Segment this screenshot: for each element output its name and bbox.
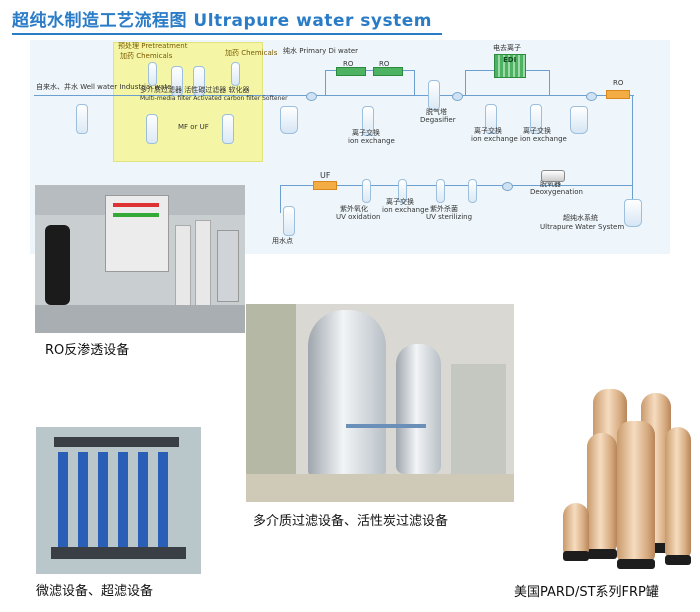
ion-exchanger-3	[530, 104, 542, 134]
ro-module-3	[606, 90, 630, 99]
dosing-tank-1	[148, 62, 157, 86]
uv-oxidation-unit	[362, 179, 371, 203]
pure-water-tank	[280, 106, 298, 134]
ro-equipment-photo	[35, 185, 245, 333]
multimedia-filter-photo	[246, 304, 514, 502]
ro3-label: RO	[613, 79, 624, 87]
ro-branch-left	[325, 70, 326, 96]
edi-cn-label: 电去离子	[493, 44, 521, 52]
return-pipe	[280, 185, 633, 186]
pump-1	[306, 92, 317, 101]
source-label: 自来水、井水 Well water Industrial water	[36, 83, 175, 91]
system-en: Ultrapure Water System	[540, 223, 625, 231]
pure-water-label: 纯水 Primary Di water	[283, 47, 359, 55]
uv-ox-cn: 紫外氧化	[340, 205, 368, 213]
ro1-label: RO	[343, 60, 354, 68]
ion-cn-2: 离子交换	[474, 127, 502, 135]
mf-unit	[146, 114, 158, 144]
uv-ster-en: UV sterilizing	[426, 213, 473, 221]
ion-en-1: ion exchange	[348, 137, 395, 145]
edi-label: EDI	[503, 56, 517, 64]
ro-module-2	[373, 67, 403, 76]
microfilter-photo	[36, 427, 201, 574]
ion-exchanger-2	[485, 104, 497, 134]
uf-module	[313, 181, 337, 190]
ion-cn-3: 离子交换	[523, 127, 551, 135]
degasifier-en: Degasifier	[420, 116, 456, 124]
pump-4	[502, 182, 513, 191]
uv-ox-en: UV oxidation	[336, 213, 381, 221]
pump-3	[586, 92, 597, 101]
carbon-filter	[193, 66, 205, 96]
deoxy-cn: 脱氧器	[540, 180, 561, 188]
multimedia-filter	[171, 66, 183, 96]
uv-ster-cn: 紫外杀菌	[430, 205, 458, 213]
pretreatment-label: 预处理 Pretreatment	[118, 42, 188, 50]
caption-micro: 微滤设备、超滤设备	[36, 584, 154, 599]
use-point-tank	[283, 206, 295, 236]
degasifier-unit	[428, 80, 440, 110]
riser-pipe	[632, 95, 633, 203]
edi-module	[494, 54, 526, 78]
ultrapure-tank	[624, 199, 642, 227]
edi-branch-left	[465, 70, 466, 96]
ro-module-1	[336, 67, 366, 76]
title-underline	[12, 33, 442, 35]
mf-uf-label: MF or UF	[178, 123, 209, 131]
ion-en-4: ion exchange	[382, 206, 429, 214]
system-cn: 超纯水系统	[563, 214, 598, 222]
ion-exchanger-4	[398, 179, 407, 203]
use-point-label: 用水点	[272, 237, 293, 245]
filters-en-label: Multi-media filter Activated carbon filt…	[140, 95, 288, 102]
caption-multimedia: 多介质过滤设备、活性炭过滤设备	[253, 514, 449, 529]
raw-water-tank	[76, 104, 88, 134]
ion-cn-1: 离子交换	[352, 129, 380, 137]
main-pipe	[34, 95, 634, 96]
caption-frp: 美国PARD/ST系列FRP罐	[514, 585, 659, 600]
ion-en-2: ion exchange	[471, 135, 518, 143]
frp-tanks-photo	[553, 385, 695, 573]
degasifier-cn: 脱气塔	[426, 108, 447, 116]
uf-label: UF	[320, 171, 331, 180]
chemicals-label-2: 加药 Chemicals	[225, 49, 278, 57]
dosing-tank-2	[231, 62, 240, 86]
ion-cn-4: 离子交换	[386, 198, 414, 206]
caption-ro: RO反渗透设备	[45, 343, 130, 358]
edi-branch-right	[549, 70, 550, 96]
deoxygenator	[541, 170, 565, 182]
ro-branch-top	[325, 70, 415, 71]
uv-sterilizer-unit	[436, 179, 445, 203]
ro2-label: RO	[379, 60, 390, 68]
ion-exchanger-1	[362, 106, 374, 136]
pump-2	[452, 92, 463, 101]
intermediate-tank	[570, 106, 588, 134]
uf-unit	[222, 114, 234, 144]
ro-branch-right	[414, 70, 415, 96]
ion-en-3: ion exchange	[520, 135, 567, 143]
deoxy-en: Deoxygenation	[530, 188, 583, 196]
chemicals-label-1: 加药 Chemicals	[120, 52, 173, 60]
page-title: 超纯水制造工艺流程图 Ultrapure water system	[12, 11, 432, 31]
drop-pipe	[280, 185, 281, 213]
polishing-unit	[468, 179, 477, 203]
filters-label: 多介质过滤器 活性碳过滤器 软化器	[140, 86, 250, 94]
